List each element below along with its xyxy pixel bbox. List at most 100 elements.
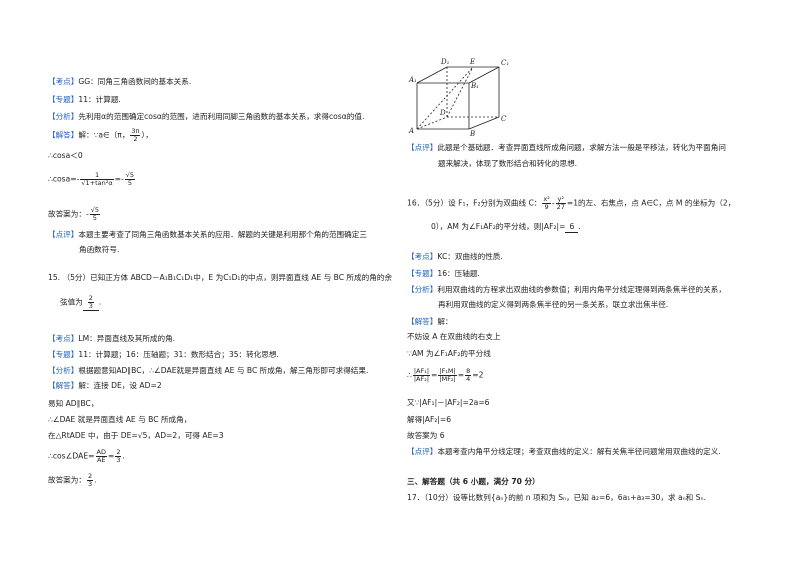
q16-zhuanti: 【专题】16：压轴题. (407, 268, 480, 279)
stem-pre: 16．（5分）设 F₁，F₂分别为双曲线 C： (407, 198, 542, 208)
frac-num: √5 (89, 206, 100, 215)
frac-num: y² (555, 195, 566, 204)
q15-jieda: 【解答】解：连接 DE，设 AD=2 (48, 380, 162, 391)
kaodian-tag: 【考点】 (407, 252, 438, 261)
s3-eq: = (431, 370, 438, 380)
s4-pre: ∴cos∠DAE= (48, 451, 95, 461)
dianping-text: 本题主要考查了同角三角函数基本关系的应用．解题的关键是利用那个角的范围确定三 (78, 230, 367, 239)
label-b1: B₁ (470, 82, 479, 90)
frac-den: 3 (116, 456, 121, 464)
q17-stem: 17．（10分）设等比数列{aₙ}的前 n 项和为 Sₙ，已知 a₂=6，6a₁… (407, 493, 706, 502)
frac-num: x² (542, 195, 551, 204)
fenxi-text: 根据题意知AD∥BC，∴∠DAE就是异面直线 AE 与 BC 所成角，解三角形即… (78, 366, 369, 375)
label-c: C (501, 115, 507, 123)
frac-num: AD (95, 448, 107, 457)
jieda-text: 解：连接 DE，设 AD=2 (78, 381, 162, 390)
fenxi-tag: 【分析】 (48, 112, 79, 121)
jieda-tag: 【解答】 (48, 381, 79, 390)
q15-dianping-cont: 题来解决，体现了数形结合和转化的思想. (438, 159, 578, 168)
q16-s6: 故答案为 6 (407, 431, 445, 440)
q15-s2: ∴∠DAE 就是异面直线 AE 与 BC 所成角， (48, 415, 192, 424)
frac-num: |AF₁| (412, 367, 431, 376)
q14-zhuanti: 【专题】11：计算题. (48, 94, 121, 105)
zhuanti-text: 11：计算题. (78, 95, 121, 104)
stem-pre: 弦值为 (60, 297, 83, 307)
q14-dianping-cont: 角函数符号. (79, 245, 120, 254)
q16-s2: ∵AM 为∠F₁AF₂的平分线 (407, 349, 491, 358)
dianping-text: 本题考查内角平分线定理；考查双曲线的定义：解有关焦半径问题常用双曲线的定义. (437, 447, 721, 456)
fraction: |F₁M||MF₂| (438, 367, 457, 383)
kaodian-tag: 【考点】 (48, 334, 79, 343)
frac-num: 3π (130, 127, 141, 136)
q16-stem-cont: 0），AM 为∠F₁AF₂的平分线，则|AF₂|=6. (431, 221, 581, 233)
q14-dianping: 【点评】本题主要考查了同角三角函数基本关系的应用．解题的关键是利用那个角的范围确… (48, 229, 367, 240)
q14-fenxi: 【分析】先利用α的范围确定cosα的范围，进而利用同脚三角函数的基本关系，求得c… (48, 111, 364, 122)
stem-post: . (578, 222, 581, 231)
stem-post: . (98, 297, 102, 307)
frac-den: 3 (88, 302, 93, 310)
q16-fenxi-cont: 再利用双曲线的定义得到两条焦半径的另一条关系，联立求出焦半径. (438, 300, 669, 309)
dianping-text: 此题是个基础题．考查异面直线所成角问题，求解方法一般是平移法，转化为平面角问 (437, 143, 726, 152)
s4-eq: = (107, 451, 115, 461)
answer-post: . (94, 475, 97, 485)
fenxi-tag: 【分析】 (407, 285, 438, 294)
fenxi-text: 先利用α的范围确定cosα的范围，进而利用同脚三角函数的基本关系，求得cosα的… (78, 112, 365, 121)
label-e: E (469, 58, 475, 66)
zhuanti-tag: 【专题】 (48, 95, 79, 104)
step2-eq: =- (114, 174, 124, 184)
fraction: |AF₁||AF₂| (412, 367, 431, 383)
label-b: B (469, 130, 475, 137)
frac-num: |F₁M| (438, 367, 457, 376)
frac-den: 5 (92, 214, 97, 222)
frac-den: 2 (133, 135, 138, 143)
zhuanti-text: 16：压轴题. (437, 269, 480, 278)
q16-s5: 解得|AF₂|=6 (407, 415, 452, 424)
frac-den: √1+tan²α (81, 179, 113, 187)
step2-pre: ∴cosa=- (48, 174, 80, 184)
s3-pre: ∴ (407, 370, 412, 380)
q15-stem: 15. （5分）已知正方体 ABCD－A₁B₁C₁D₁中，E 为C₁D₁的中点，… (48, 273, 392, 282)
q16-jieda: 【解答】解： (407, 316, 453, 327)
frac-den: 5 (127, 179, 132, 187)
q15-s1: 易知 AD∥BC， (48, 399, 99, 408)
frac-den: |AF₂| (413, 375, 430, 383)
dianping-tag: 【点评】 (407, 143, 438, 152)
q16-s4: 又∵|AF₁|－|AF₂|=2a=6 (407, 398, 490, 407)
answer-pre: 故答案为：- (48, 209, 89, 219)
zhuanti-tag: 【专题】 (48, 350, 79, 359)
label-d: D (439, 109, 446, 117)
q15-fenxi: 【分析】根据题意知AD∥BC，∴∠DAE就是异面直线 AE 与 BC 所成角，解… (48, 365, 368, 376)
label-a: A (408, 127, 414, 135)
s3-post: =2 (472, 370, 484, 380)
jieda-text: 解：∵a∈（π， (78, 130, 130, 140)
jieda-text-post: ）， (141, 130, 153, 140)
stem-post: =1的左、右焦点，点 A∈C，点 M 的坐标为（2， (566, 198, 736, 208)
zhuanti-text: 11：计算题；16：压轴题；31：数形结合；35：转化思想. (78, 350, 279, 359)
frac-den: 9 (544, 203, 549, 211)
q14-kaodian: 【考点】GG：同角三角函数间的基本关系. (48, 76, 191, 87)
frac-num: 2 (115, 448, 122, 457)
cube-figure: D₁ E C₁ A₁ B₁ D C A B (408, 58, 509, 137)
label-a1: A₁ (408, 76, 417, 84)
fraction: 1√1+tan²α (80, 172, 114, 187)
kaodian-text: LM：异面直线及其所成的角. (78, 334, 176, 343)
label-c1: C₁ (501, 59, 509, 67)
kaodian-text: KC：双曲线的性质. (437, 252, 503, 261)
zhuanti-tag: 【专题】 (407, 269, 438, 278)
frac-den: 3 (87, 480, 93, 488)
q16-fenxi: 【分析】利用双曲线的方程求出双曲线的参数值；利用内角平分线定理得到两条焦半径的关… (407, 284, 726, 295)
